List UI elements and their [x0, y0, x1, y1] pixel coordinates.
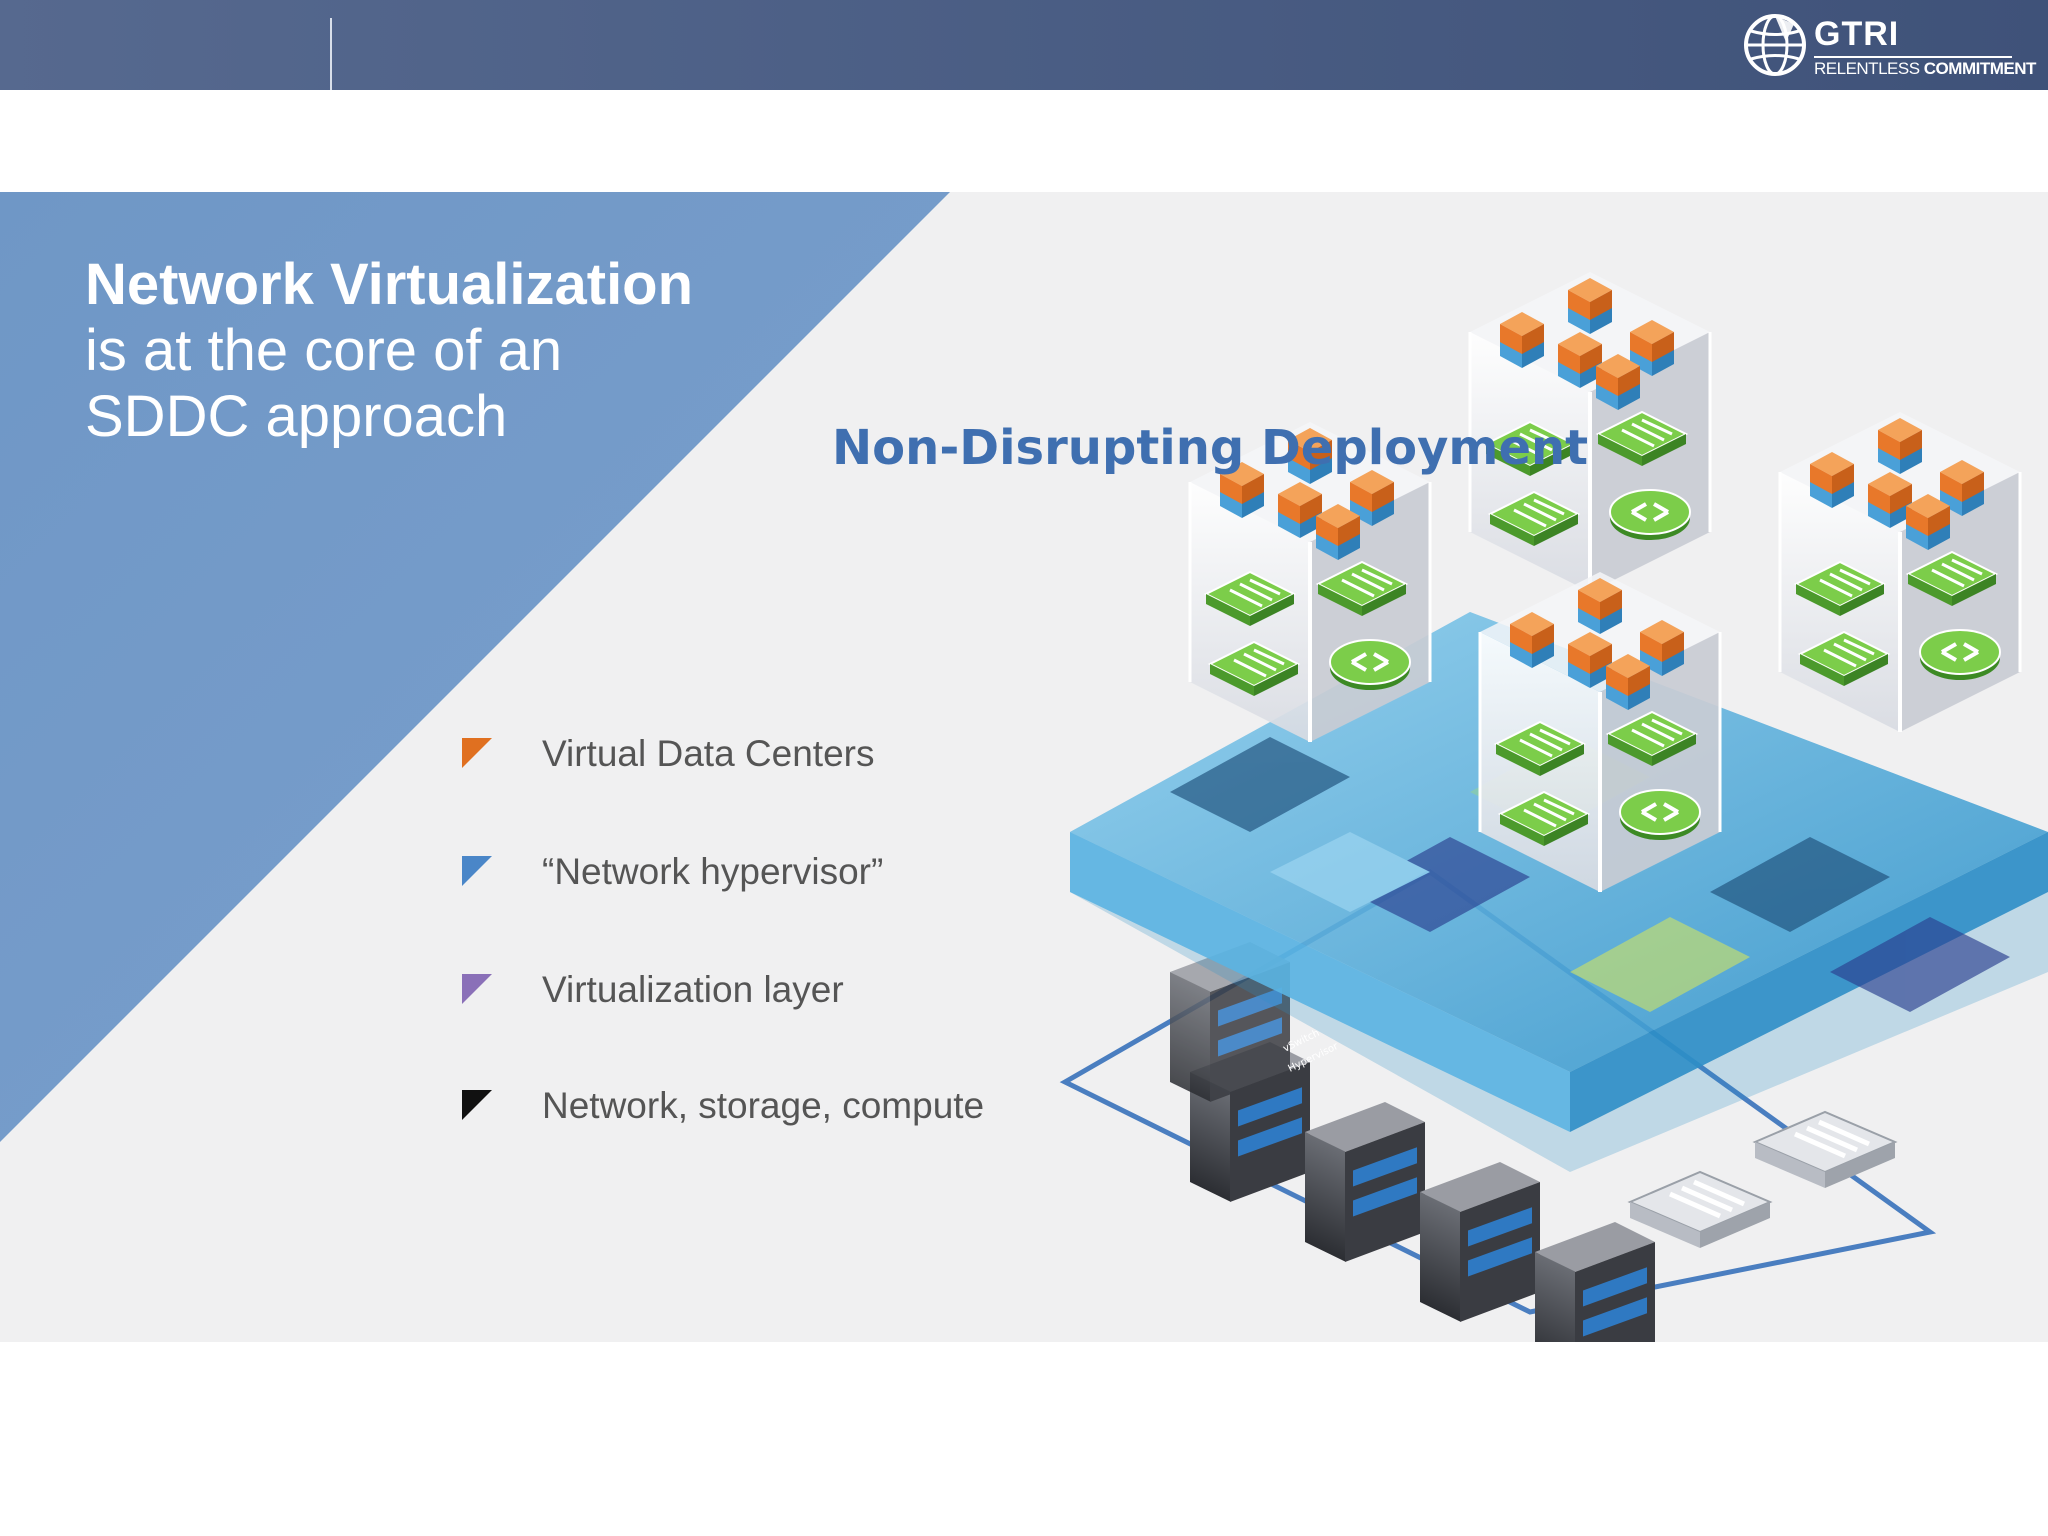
bullet-text: Network, storage, compute [542, 1085, 985, 1126]
black-triangle-icon [462, 1090, 492, 1120]
bullet-text: “Network hypervisor” [542, 851, 884, 892]
gtri-logo: GTRI RELENTLESS COMMITMENT [1742, 12, 2036, 78]
headline-line-3: SDDC approach [85, 384, 508, 449]
bullet-text: Virtualization layer [542, 969, 844, 1010]
bullet-item: Virtualization layer [462, 960, 1062, 1020]
headline-line-2: is at the core of an [85, 318, 563, 383]
header-bar: GTRI RELENTLESS COMMITMENT [0, 0, 2048, 90]
bullet-text: Virtual Data Centers [542, 733, 875, 774]
slide-headline: Network Virtualization is at the core of… [85, 252, 693, 450]
logo-tagline: RELENTLESS COMMITMENT [1814, 60, 2036, 78]
orange-triangle-icon [462, 738, 492, 768]
logo-tagline-bold: COMMITMENT [1923, 59, 2037, 78]
blue-triangle-icon [462, 856, 492, 886]
logo-rule [1814, 56, 2012, 58]
bullet-item: Virtual Data Centers [462, 724, 1062, 784]
header-divider [330, 18, 332, 90]
deployment-subtitle: Non-Disrupting Deployment [832, 420, 1589, 476]
bullet-item: Network, storage, compute [462, 1076, 1062, 1136]
logo-tagline-light: RELENTLESS [1814, 59, 1920, 78]
logo-name: GTRI [1814, 15, 1900, 53]
sddc-isometric-illustration: vSwitch Hypervisor [1059, 272, 2048, 1342]
headline-bold-line: Network Virtualization [85, 252, 694, 317]
bullet-item: “Network hypervisor” [462, 842, 1062, 902]
slide-panel: Network Virtualization is at the core of… [0, 192, 2048, 1342]
globe-icon [1744, 14, 1806, 76]
blue-triangle-background [0, 192, 950, 1142]
purple-triangle-icon [462, 974, 492, 1004]
